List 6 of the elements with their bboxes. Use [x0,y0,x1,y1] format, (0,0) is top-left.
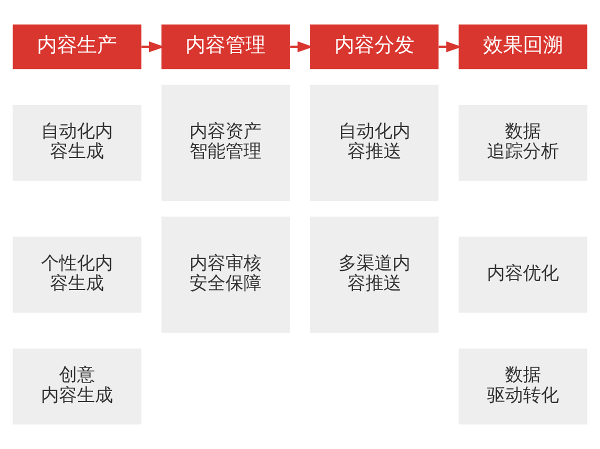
arrow [438,41,462,52]
node-box: 内容分发 [310,24,439,70]
arrow [290,41,314,52]
node-box: 效果回溯 [458,24,588,70]
node-box: 内容生产 [12,24,142,70]
node-box: 内容管理 [161,24,290,70]
